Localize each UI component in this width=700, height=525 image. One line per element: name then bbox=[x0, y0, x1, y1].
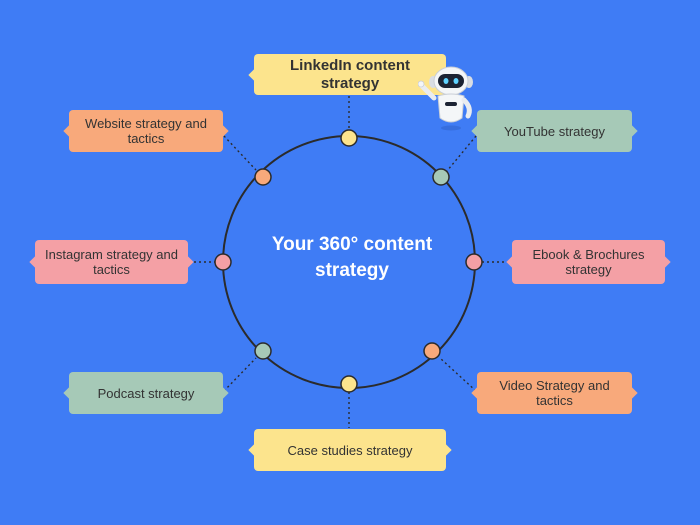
box-label: Podcast strategy bbox=[97, 385, 195, 401]
box-youtube-strategy: YouTube strategy bbox=[477, 110, 632, 152]
connector-podcast bbox=[223, 357, 257, 392]
box-ebook-strategy: Ebook & Brochures strategy bbox=[512, 240, 665, 284]
connector-video bbox=[439, 357, 477, 392]
box-label: YouTube strategy bbox=[504, 123, 605, 139]
center-title: Your 360° content strategy bbox=[271, 234, 433, 281]
robot-mascot-icon bbox=[418, 66, 473, 131]
node-case bbox=[340, 375, 358, 393]
node-ebook bbox=[465, 253, 483, 271]
connector-website bbox=[223, 135, 257, 171]
node-instagram bbox=[214, 253, 232, 271]
box-instagram-strategy: Instagram strategy and tactics bbox=[35, 240, 188, 284]
box-label: Video Strategy and tactics bbox=[499, 378, 610, 408]
box-linkedin-strategy: LinkedIn content strategy bbox=[254, 54, 446, 95]
box-podcast-strategy: Podcast strategy bbox=[69, 372, 223, 414]
box-label: Ebook & Brochures strategy bbox=[532, 247, 645, 277]
box-label: Case studies strategy bbox=[287, 442, 413, 458]
box-label: Website strategy and tactics bbox=[85, 116, 207, 146]
box-label: Instagram strategy and tactics bbox=[45, 247, 178, 277]
box-website-strategy: Website strategy and tactics bbox=[69, 110, 223, 152]
connector-youtube bbox=[446, 135, 477, 172]
box-case-studies-strategy: Case studies strategy bbox=[254, 429, 446, 471]
node-website bbox=[254, 168, 272, 186]
node-linkedin bbox=[340, 129, 358, 147]
node-youtube bbox=[432, 168, 450, 186]
node-podcast bbox=[254, 342, 272, 360]
node-video bbox=[423, 342, 441, 360]
box-label: LinkedIn content strategy bbox=[290, 56, 410, 92]
box-video-strategy: Video Strategy and tactics bbox=[477, 372, 632, 414]
